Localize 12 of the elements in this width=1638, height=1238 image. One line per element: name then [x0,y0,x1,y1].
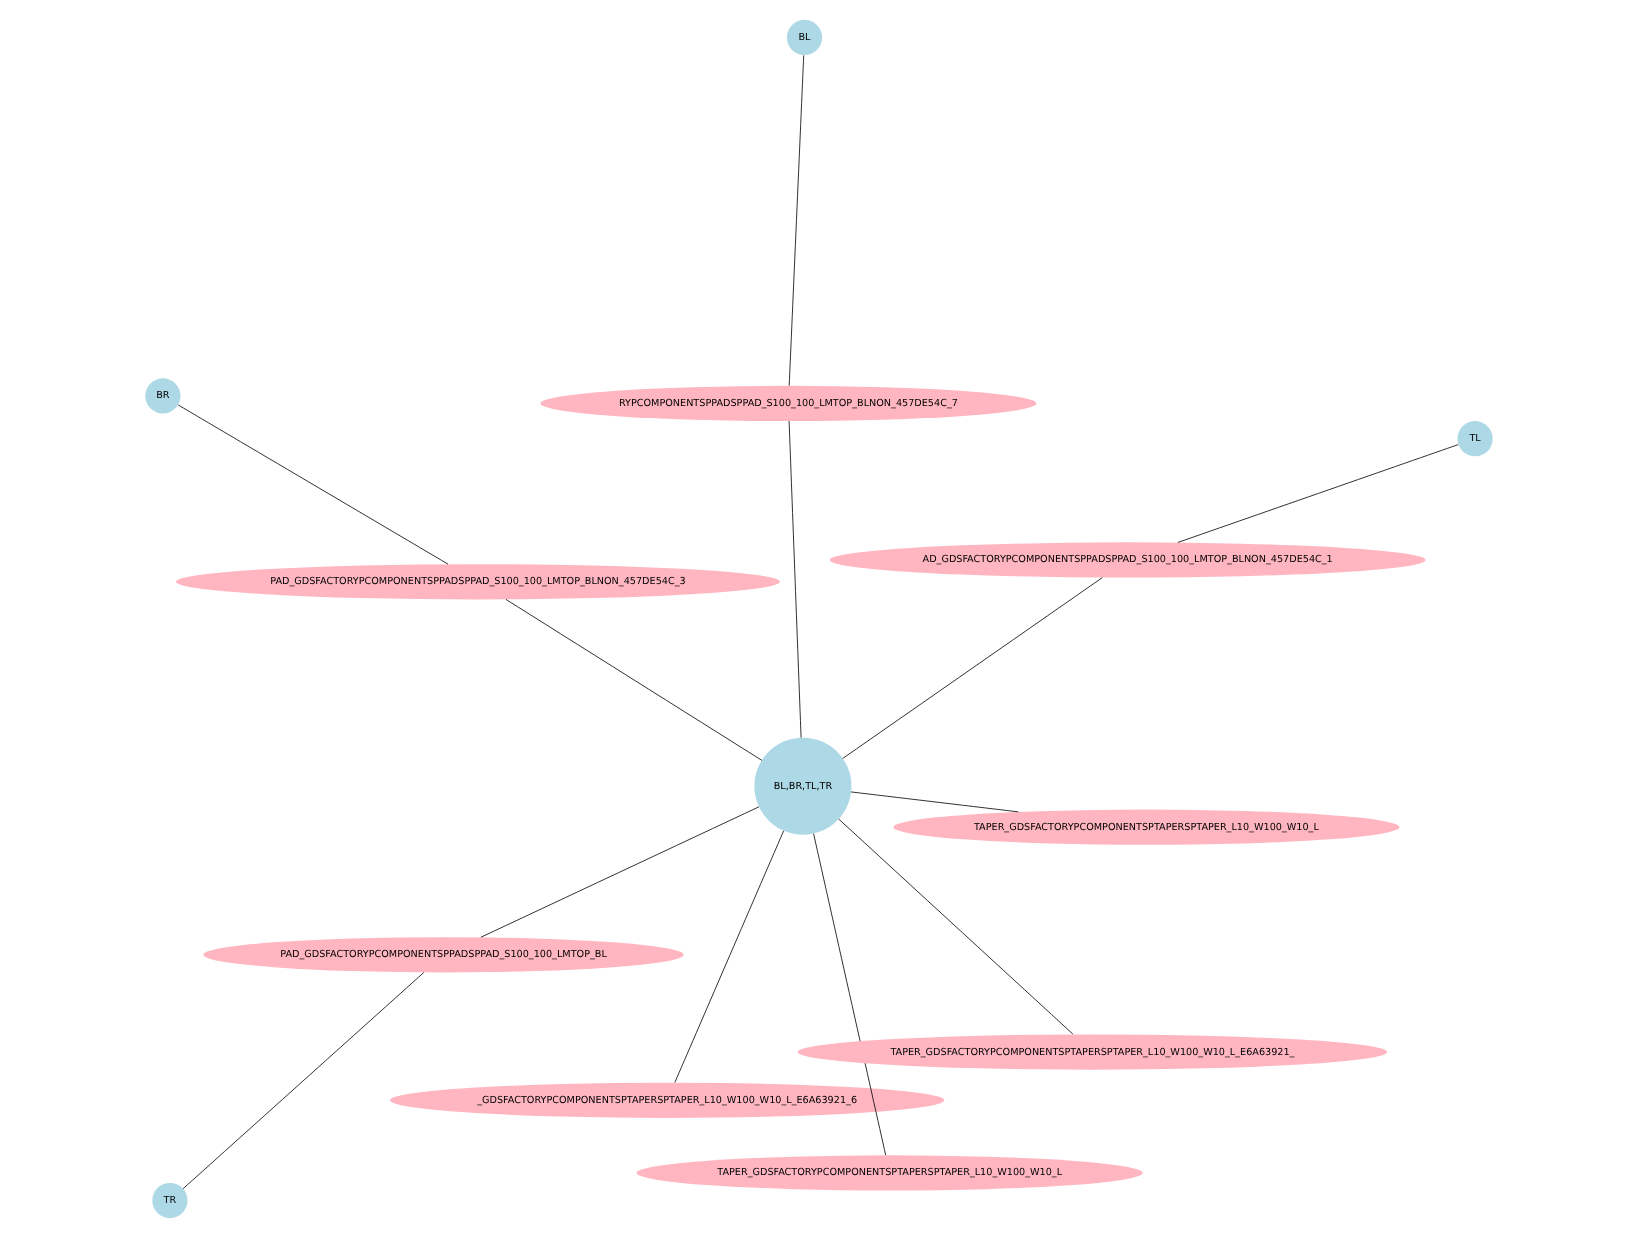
connector [838,818,1074,1035]
connector [674,830,785,1083]
connector [505,599,763,761]
connector [788,420,802,739]
connector [480,806,760,938]
connector [788,54,805,386]
connector [842,577,1103,759]
connector [813,833,887,1156]
connector [1177,444,1459,543]
connector [182,972,425,1190]
connector [850,791,1019,813]
connector [177,404,449,565]
